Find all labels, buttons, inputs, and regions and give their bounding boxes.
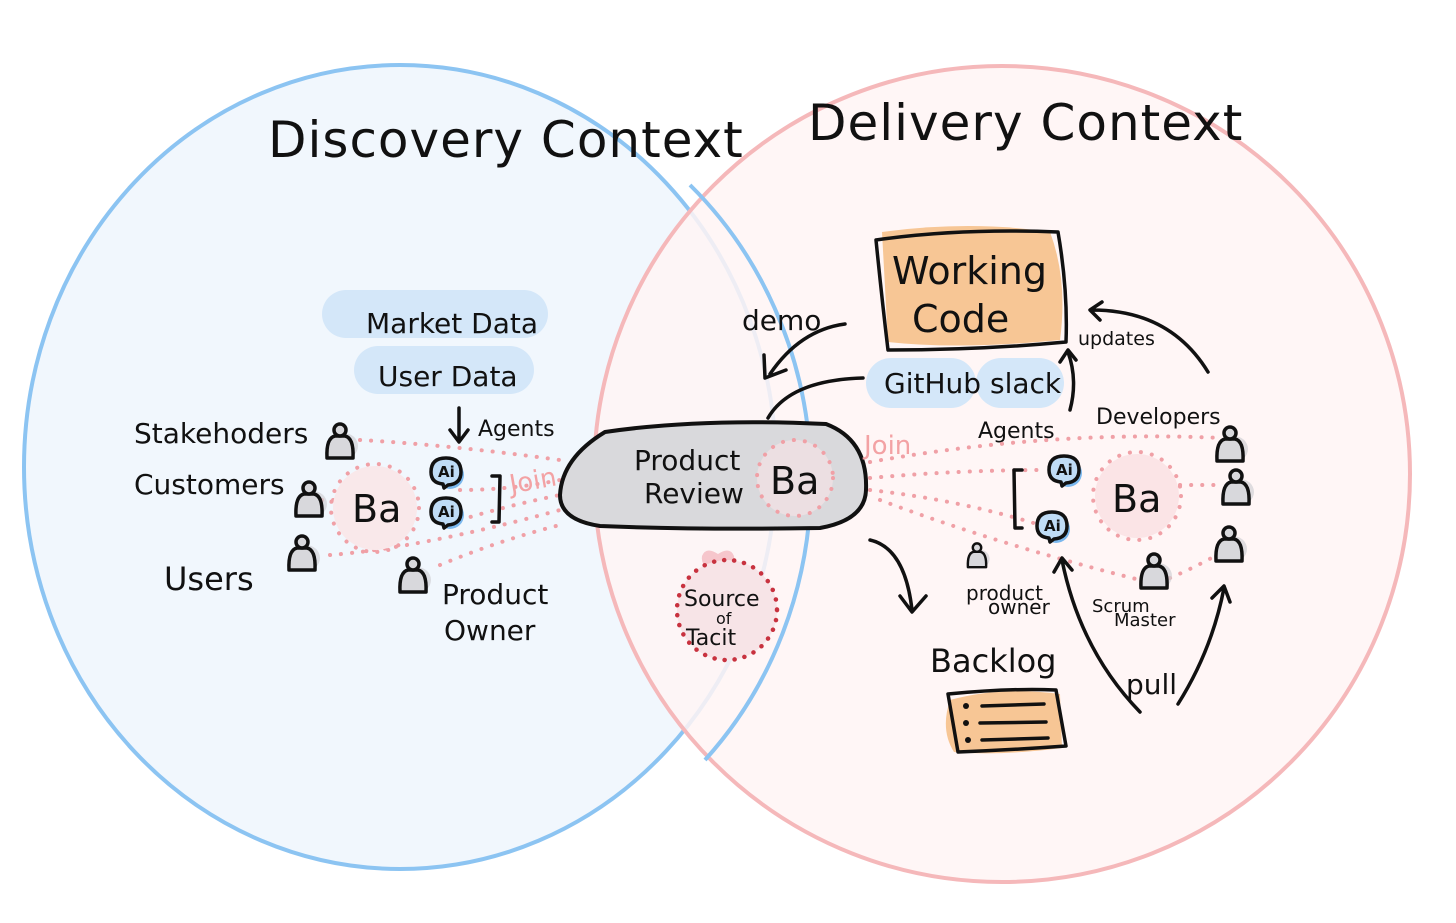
pull-arrow-left-icon — [1052, 556, 1142, 714]
dotted-link — [458, 493, 562, 522]
github-pill — [866, 358, 976, 408]
github-label: GitHub — [884, 367, 981, 400]
dotted-link — [868, 434, 1224, 464]
stakeholders-label: Stakehoders — [134, 417, 308, 450]
github-link-line — [766, 376, 865, 420]
working-code-label-1: Working — [892, 249, 1047, 293]
market-data-label: Market Data — [366, 307, 538, 340]
delivery-ba-label: Ba — [1112, 477, 1161, 521]
agents-up-arrow-icon — [1058, 348, 1078, 412]
review-ba-ring — [755, 438, 835, 518]
bracket-icon — [1012, 468, 1024, 530]
tacit-label-3: Tacit — [685, 626, 736, 651]
product-owner-label-1: Product — [442, 578, 548, 611]
tacit-label-1: Source — [684, 587, 760, 612]
dotted-link — [358, 438, 562, 462]
updates-label: updates — [1078, 328, 1155, 350]
dotted-link — [328, 508, 562, 557]
ai-agent-icon: Ai — [429, 496, 466, 531]
svg-text:Ai: Ai — [1044, 517, 1061, 535]
discovery-title: Discovery Context — [268, 111, 744, 169]
dotted-link — [868, 488, 1042, 527]
slack-pill — [976, 358, 1064, 408]
ai-agent-icon: Ai — [1035, 510, 1072, 545]
tacit-ring — [674, 557, 780, 663]
tacit-label-2: of — [716, 609, 732, 628]
dotted-link — [868, 468, 1047, 480]
customers-label: Customers — [134, 468, 285, 501]
tacit-circle — [677, 560, 777, 660]
product-owner-label-2: Owner — [444, 614, 536, 647]
user-data-label: User Data — [378, 360, 518, 393]
working-code-label-2: Code — [912, 297, 1009, 341]
delivery-ba-ring — [1091, 450, 1183, 542]
working-code-box — [874, 229, 1069, 352]
users-label: Users — [164, 560, 254, 598]
ai-agent-icon: Ai — [1047, 454, 1084, 489]
svg-text:Ai: Ai — [438, 463, 455, 481]
pull-label: pull — [1126, 668, 1177, 701]
demo-arrow-icon — [762, 322, 847, 380]
delivery-agents-label: Agents — [978, 419, 1055, 444]
updates-arrow-icon — [1088, 300, 1210, 374]
discovery-agents-label: Agents — [478, 417, 555, 442]
bracket-icon — [490, 474, 502, 524]
discovery-ba-label: Ba — [352, 487, 401, 531]
svg-text:Ai: Ai — [438, 503, 455, 521]
backlog-label: Backlog — [930, 642, 1056, 680]
delivery-ba-circle — [1095, 454, 1179, 538]
delivery-product-owner-label-1: product — [966, 581, 1043, 605]
slack-label: slack — [990, 367, 1062, 400]
review-ba-circle — [757, 440, 833, 516]
ai-agent-icon: Ai — [429, 456, 466, 491]
demo-label: demo — [742, 304, 821, 337]
discovery-ba-circle — [333, 466, 417, 550]
backlog-card-icon — [946, 687, 1068, 754]
agents-arrow-icon — [448, 406, 470, 444]
svg-text:Ai: Ai — [1056, 461, 1073, 479]
review-ba-label: Ba — [770, 459, 819, 503]
dotted-link — [458, 478, 562, 492]
scrum-master-label-1: Scrum — [1092, 596, 1150, 617]
scrum-master-label-2: Master — [1114, 610, 1176, 631]
discovery-ba-ring — [329, 462, 421, 554]
product-review-label-1: Product — [634, 444, 740, 477]
market-data-pill — [322, 290, 548, 338]
delivery-title: Delivery Context — [808, 94, 1243, 152]
backlog-list-icon — [963, 702, 1050, 743]
delivery-product-owner-label-2: owner — [988, 595, 1051, 619]
pull-arrow-right-icon — [1176, 584, 1232, 706]
product-review-label-2: Review — [644, 477, 744, 510]
user-data-pill — [354, 346, 534, 394]
working-code-fill — [882, 226, 1063, 346]
developers-label: Developers — [1096, 405, 1221, 430]
dotted-link — [438, 523, 562, 567]
to-backlog-arrow-icon — [868, 538, 928, 614]
dotted-link — [878, 498, 1142, 582]
